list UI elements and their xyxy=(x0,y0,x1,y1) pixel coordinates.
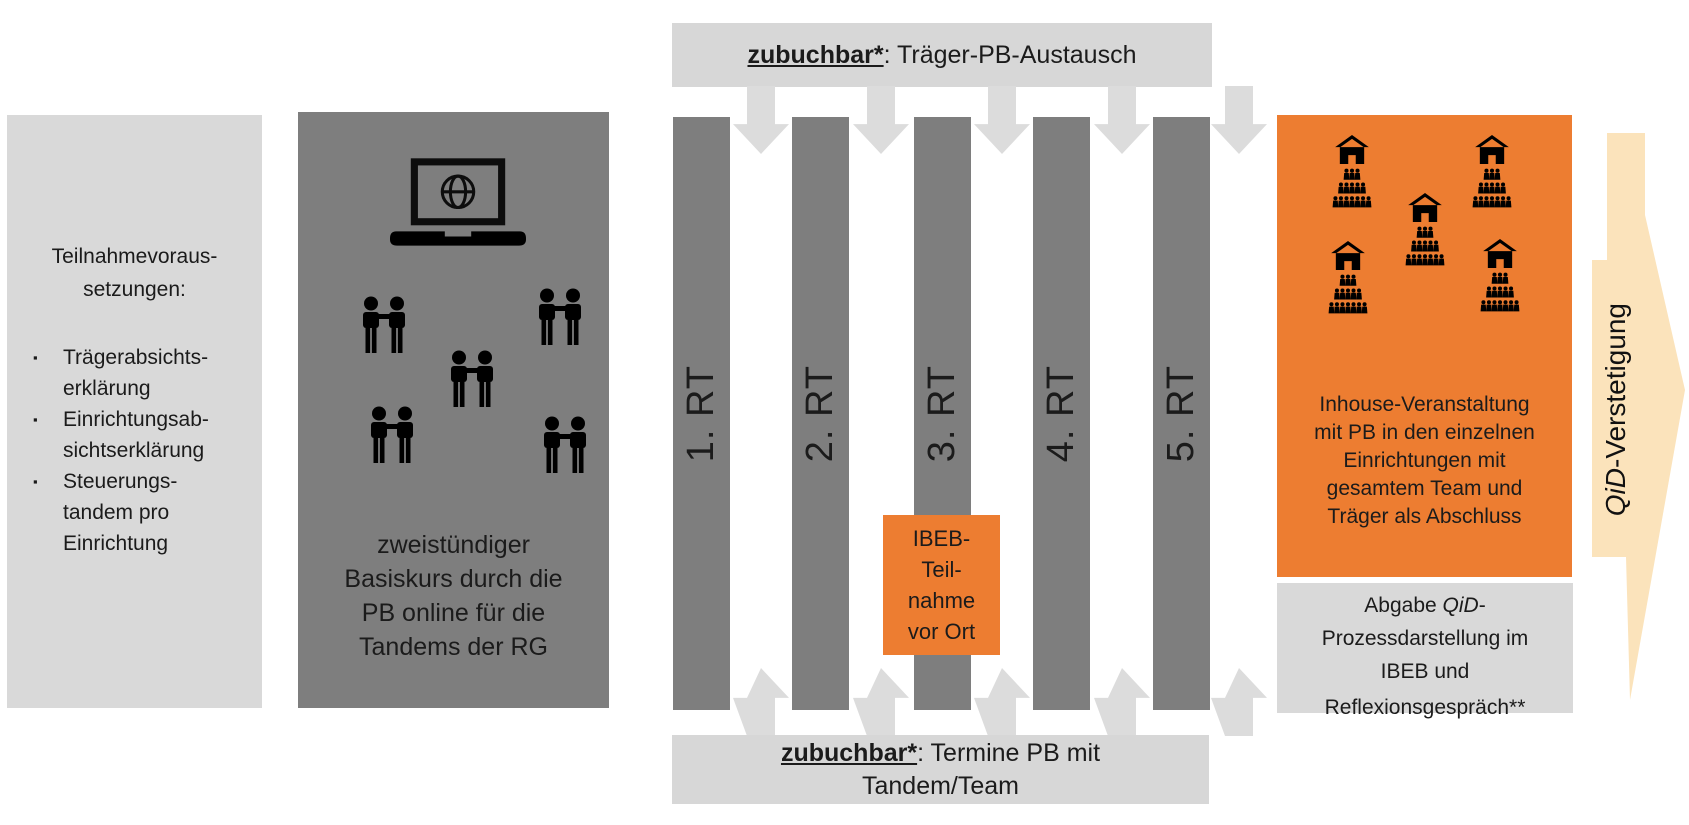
house-icon xyxy=(1483,239,1517,268)
bullet-icon: ▪ xyxy=(33,350,38,365)
rt-bar-label: 1. RT xyxy=(680,364,722,463)
house-icon xyxy=(1335,135,1369,164)
top-banner-rest: : Träger-PB-Austausch xyxy=(883,40,1137,69)
tandem-pair-icon xyxy=(365,406,419,464)
rt-bar-label: 2. RT xyxy=(799,364,841,463)
tandem-pair-icon xyxy=(533,288,587,346)
abgabe-suffix: - Prozessdarstellung im IBEB und xyxy=(1321,594,1529,683)
team-crowd-icon xyxy=(1402,225,1448,267)
qid-arrow-label: QiD-Verstetigung xyxy=(1588,262,1644,557)
basiskurs-caption: zweistündiger Basiskurs durch die PB onl… xyxy=(344,531,563,661)
abgabe-line2: Reflexionsgespräch** xyxy=(1324,696,1526,719)
qid-label-rest: -Verstetigung xyxy=(1600,302,1631,468)
prerequisites-title: Teilnahmevoraus- setzungen: xyxy=(51,245,218,301)
up-arrow-icon xyxy=(733,668,789,736)
tandem-pair-icon xyxy=(445,350,499,408)
facility-group xyxy=(1324,241,1372,315)
bottom-banner-text: zubuchbar*: Termine PB mit Tandem/Team xyxy=(781,737,1100,803)
rt-bar-label: 5. RT xyxy=(1160,364,1202,463)
rt-bar-4: 4. RT xyxy=(1033,117,1090,710)
house-icon xyxy=(1331,241,1365,270)
facility-group xyxy=(1476,239,1524,313)
tandem-pair-icon xyxy=(357,296,411,354)
rt-bar-2: 2. RT xyxy=(792,117,849,710)
prerequisites-list: ▪ Trägerabsichts- erklärung ▪ Einrichtun… xyxy=(7,342,262,559)
team-crowd-icon xyxy=(1469,167,1515,209)
qid-label-text: QiD-Verstetigung xyxy=(1600,303,1632,516)
tandem-pair-icon xyxy=(538,416,592,474)
house-icon xyxy=(1408,193,1442,222)
bottom-banner-rest: : Termine PB mit Tandem/Team xyxy=(861,738,1101,800)
house-icon xyxy=(1475,135,1509,164)
rt-bar-1: 1. RT xyxy=(673,117,730,710)
laptop-globe-icon xyxy=(390,158,526,252)
bullet-icon: ▪ xyxy=(33,412,38,427)
down-arrow-icon xyxy=(733,86,789,154)
ibeb-teilnahme-box: IBEB- Teil- nahme vor Ort xyxy=(883,515,1000,655)
abgabe-text: Abgabe QiD- Prozessdarstellung im IBEB u… xyxy=(1277,589,1573,688)
list-item: ▪ Einrichtungsab- sichtserklärung xyxy=(33,404,254,466)
inhouse-panel: Inhouse-Veranstaltung mit PB in den einz… xyxy=(1277,115,1572,577)
facility-group xyxy=(1328,135,1376,209)
team-crowd-icon xyxy=(1329,167,1375,209)
abgabe-prefix: Abgabe xyxy=(1364,594,1443,617)
bullet-icon: ▪ xyxy=(33,474,38,489)
up-arrow-icon xyxy=(1094,668,1150,736)
qid-italic: QiD xyxy=(1600,467,1631,517)
team-crowd-icon xyxy=(1325,273,1371,315)
abgabe-panel: Abgabe QiD- Prozessdarstellung im IBEB u… xyxy=(1277,583,1573,719)
down-arrow-icon xyxy=(1211,86,1267,154)
basiskurs-panel: zweistündiger Basiskurs durch die PB onl… xyxy=(298,112,609,708)
down-arrow-icon xyxy=(853,86,909,154)
facility-group xyxy=(1401,193,1449,267)
top-banner-text: zubuchbar*: Träger-PB-Austausch xyxy=(747,39,1136,72)
team-crowd-icon xyxy=(1477,271,1523,313)
top-banner-traeger-pb-austausch: zubuchbar*: Träger-PB-Austausch xyxy=(672,23,1212,87)
list-item-text: Trägerabsichts- erklärung xyxy=(63,346,209,400)
up-arrow-icon xyxy=(853,668,909,736)
rt-bar-label: 3. RT xyxy=(921,364,963,463)
list-item: ▪ Trägerabsichts- erklärung xyxy=(33,342,254,404)
rt-bar-label: 4. RT xyxy=(1040,364,1082,463)
facility-group xyxy=(1468,135,1516,209)
down-arrow-icon xyxy=(974,86,1030,154)
list-item: ▪ Steuerungs- tandem pro Einrichtung xyxy=(33,466,254,559)
up-arrow-icon xyxy=(1211,668,1267,736)
zubuchbar-highlight: zubuchbar* xyxy=(747,40,884,69)
list-item-text: Einrichtungsab- sichtserklärung xyxy=(63,408,209,462)
zubuchbar-highlight: zubuchbar* xyxy=(780,738,918,767)
bottom-banner-termine-pb: zubuchbar*: Termine PB mit Tandem/Team xyxy=(672,735,1209,804)
inhouse-caption: Inhouse-Veranstaltung mit PB in den einz… xyxy=(1314,393,1535,528)
up-arrow-icon xyxy=(974,668,1030,736)
prerequisites-panel: Teilnahmevoraus- setzungen: ▪ Trägerabsi… xyxy=(7,115,262,708)
list-item-text: Steuerungs- tandem pro Einrichtung xyxy=(63,470,178,555)
down-arrow-icon xyxy=(1094,86,1150,154)
qid-verstetigung-arrow xyxy=(1592,133,1685,700)
rt-bar-5: 5. RT xyxy=(1153,117,1210,710)
qid-italic: QiD xyxy=(1442,594,1479,617)
ibeb-text: IBEB- Teil- nahme vor Ort xyxy=(907,526,976,644)
